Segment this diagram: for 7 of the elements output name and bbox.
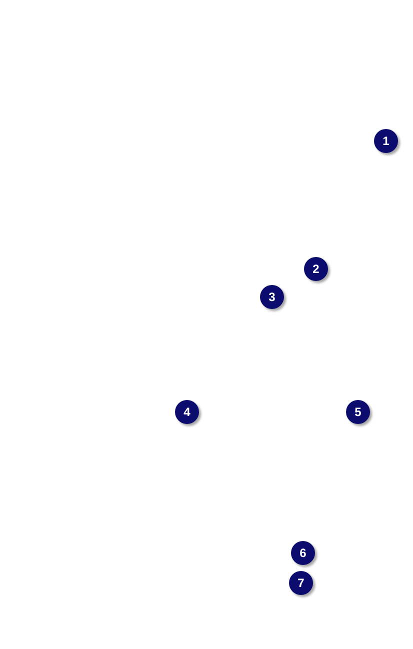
callout-number: 6 [291, 541, 315, 565]
callout-number: 7 [289, 571, 313, 595]
callout-number: 4 [175, 400, 199, 424]
callout-number: 1 [374, 129, 398, 153]
callout-number: 5 [346, 400, 370, 424]
callout-number: 3 [260, 285, 284, 309]
callout-number: 2 [304, 257, 328, 281]
